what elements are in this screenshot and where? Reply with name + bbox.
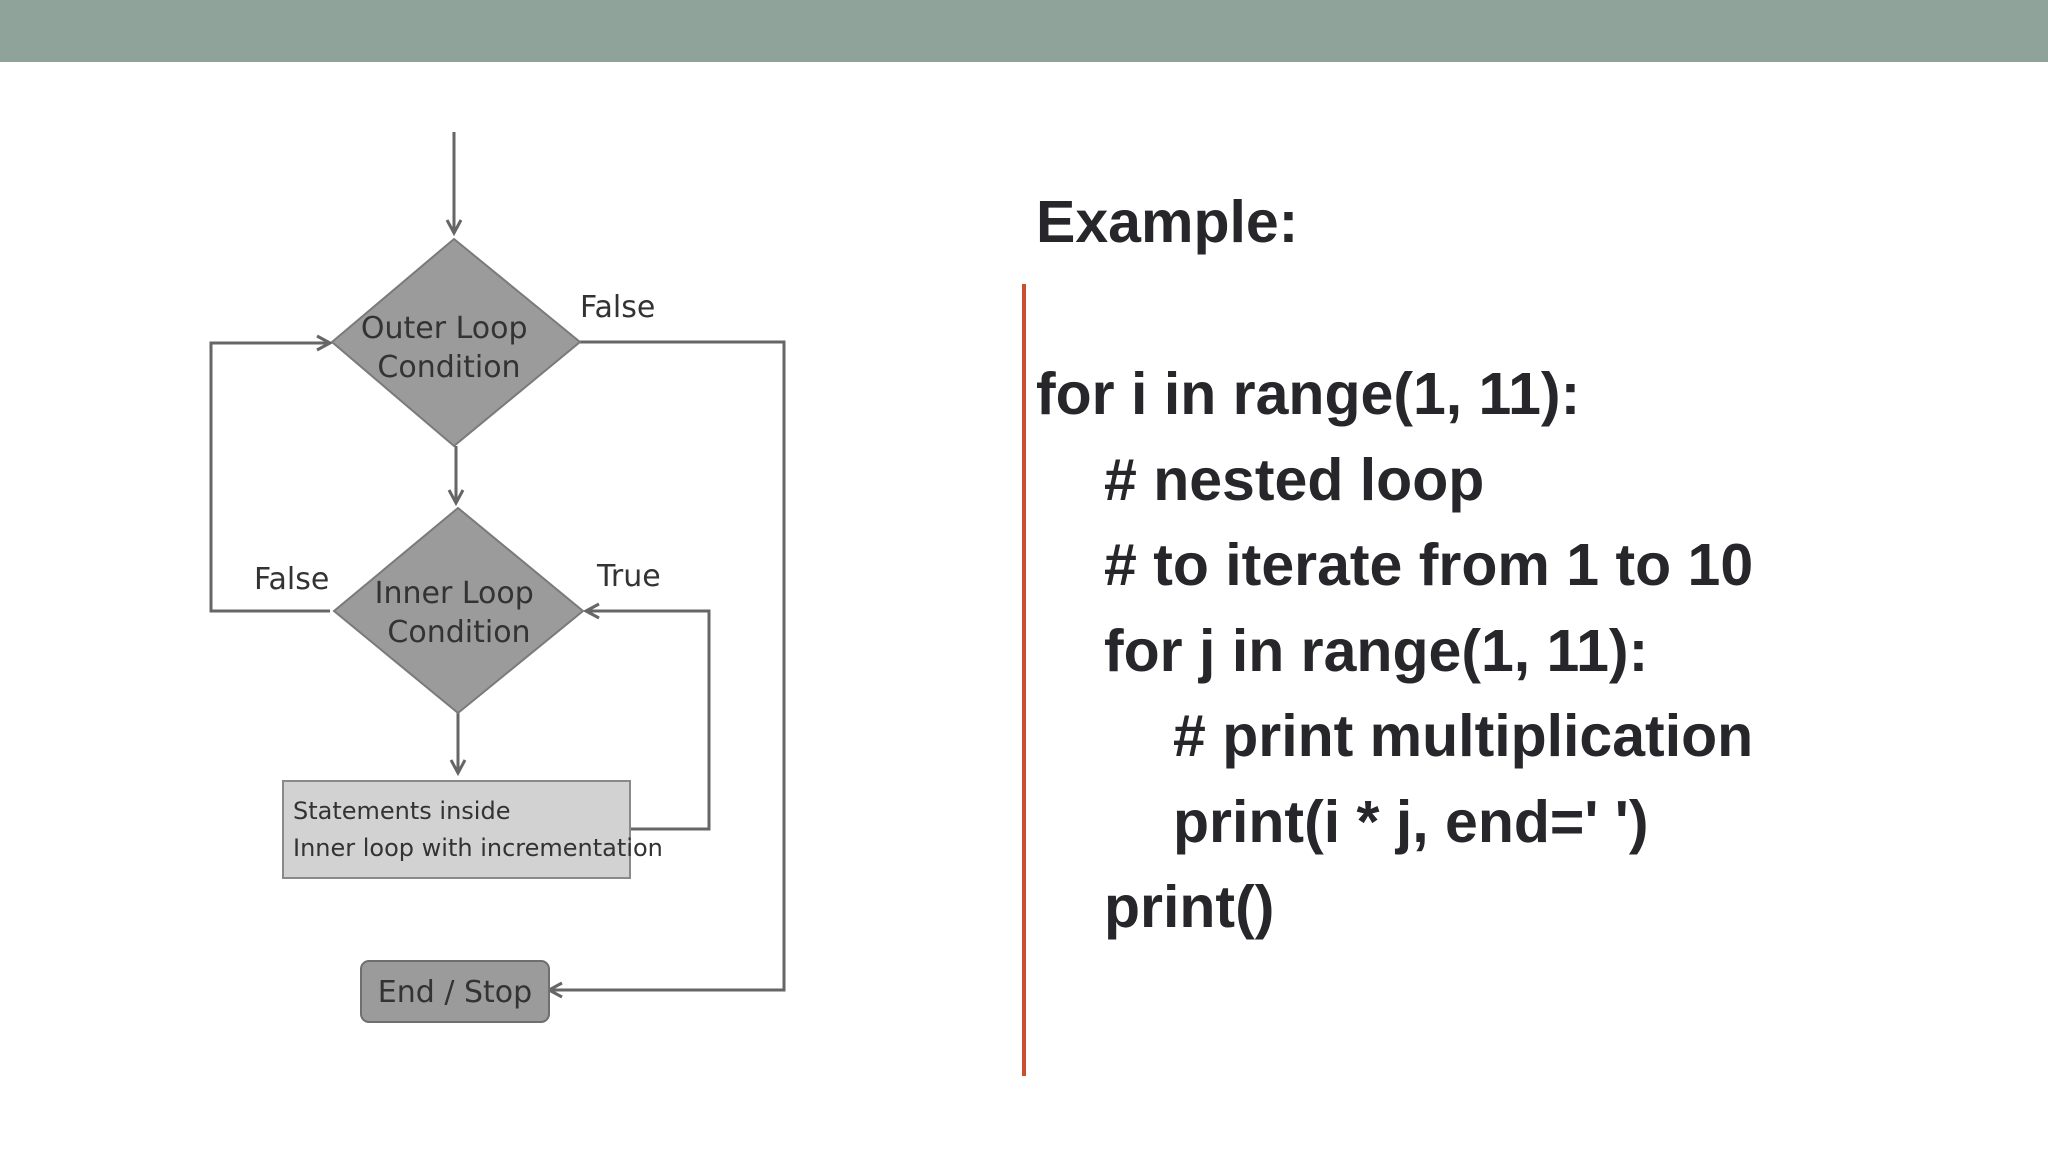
outer-false-label: False: [580, 290, 655, 325]
outer-condition-line-1: Outer Loop: [361, 311, 528, 346]
code-line-1: for i in range(1, 11):: [1036, 361, 1581, 427]
code-line-4: for j in range(1, 11):: [1104, 617, 1649, 684]
inner-condition-line-2: Condition: [387, 615, 530, 650]
inner-false-loop-arrow: [209, 343, 330, 613]
end-stop-box: [360, 960, 550, 1023]
code-line-5: # print multiplication: [1173, 703, 1754, 769]
outer-false-arrow: [549, 340, 786, 990]
end-stop-label: End / Stop: [378, 975, 532, 1010]
code-line-3: # to iterate from 1 to 10: [1104, 532, 1754, 598]
outer-loop-condition-diamond: [330, 237, 582, 448]
code-line-7: print(): [1104, 874, 1275, 940]
code-line-6: print(i * j, end=' '): [1173, 788, 1649, 855]
accent-divider: [1022, 284, 1026, 1076]
svg-text:Outer Loop Condition: Outer Loop Condition: [361, 311, 537, 385]
inner-loop-condition-diamond: [332, 506, 585, 715]
example-heading: Example:: [1036, 189, 1299, 255]
title-bar: [0, 0, 2048, 62]
statements-line-2: Inner loop with incrementation: [293, 834, 663, 862]
statements-line-1: Statements inside: [293, 797, 510, 825]
inner-true-label: True: [596, 559, 661, 594]
inner-condition-line-1: Inner Loop: [375, 576, 534, 611]
statements-box: [282, 780, 631, 879]
svg-text:Inner Loop Condition: Inner Loop Condition: [375, 576, 544, 650]
code-block: for i in range(1, 11): # nested loop # t…: [1036, 352, 1753, 951]
code-line-2: # nested loop: [1104, 446, 1485, 513]
loop-back-to-inner-arrow: [586, 611, 711, 831]
inner-false-label: False: [254, 562, 329, 597]
outer-condition-line-2: Condition: [377, 350, 520, 385]
svg-text:Statements inside Inner lo: Statements inside Inner loop with increm…: [293, 797, 663, 862]
